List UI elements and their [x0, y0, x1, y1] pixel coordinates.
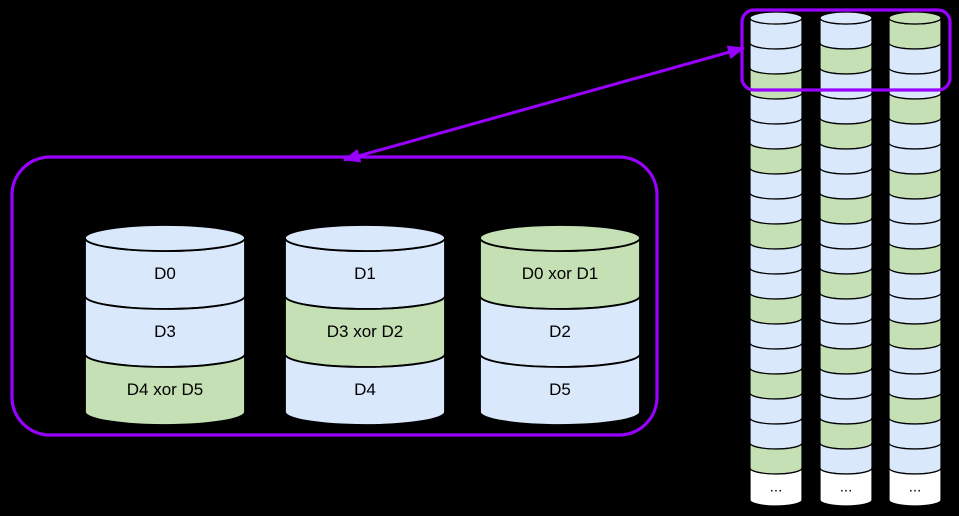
zoomed-detail-box — [10, 155, 659, 437]
stack-column-0-top-cap — [749, 11, 803, 25]
stack-column-0: ... — [749, 11, 803, 507]
detail-disk-0-top-cap — [84, 224, 246, 252]
stack-column-1: ... — [819, 11, 873, 507]
disk-2-segment-2-label: D5 — [549, 380, 571, 399]
disk-0-segment-1-label: D3 — [154, 322, 176, 341]
detail-disk-2-top-cap — [479, 224, 641, 252]
disk-1-segment-0-label: D1 — [354, 264, 376, 283]
zoom-arrow — [343, 45, 745, 163]
stack-column-2-top-cap — [888, 11, 942, 25]
disk-1-segment-1-label: D3 xor D2 — [327, 322, 404, 341]
disk-0-segment-0-label: D0 — [154, 264, 176, 283]
disk-1-segment-2-label: D4 — [354, 380, 376, 399]
disk-2-segment-0-label: D0 xor D1 — [522, 264, 599, 283]
disk-2-segment-1-label: D2 — [549, 322, 571, 341]
disk-0-segment-2 — [84, 353, 246, 426]
stack-0-ellipsis — [749, 467, 803, 507]
stack-1-ellipsis-label: ... — [840, 479, 853, 496]
stack-column-2: ... — [888, 11, 942, 507]
disk-2-segment-2 — [479, 353, 641, 426]
stack-column-1-top-cap — [819, 11, 873, 25]
detail-disk-1: D1 D3 xor D2 D4 — [284, 224, 446, 426]
stack-0-ellipsis-label: ... — [770, 479, 783, 496]
detail-disk-1-top-cap — [284, 224, 446, 252]
disk-1-segment-2 — [284, 353, 446, 426]
stack-2-ellipsis — [888, 467, 942, 507]
stack-1-ellipsis — [819, 467, 873, 507]
stack-2-ellipsis-label: ... — [909, 479, 922, 496]
disk-0-segment-2-label: D4 xor D5 — [127, 380, 204, 399]
